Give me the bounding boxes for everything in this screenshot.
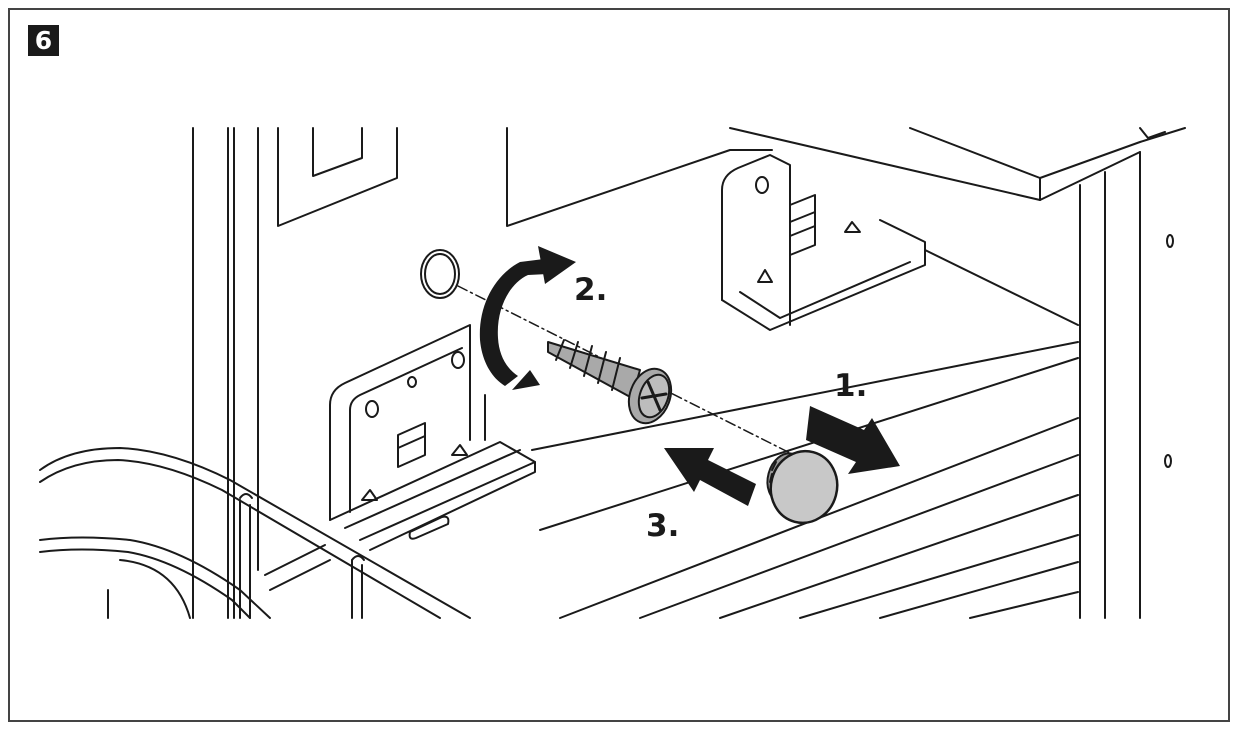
cabinet-structure xyxy=(192,127,1186,619)
step-2-label: 2. xyxy=(574,272,607,308)
step-1-label: 1. xyxy=(834,368,867,404)
figure-frame xyxy=(8,8,1230,722)
step-number-badge: 6 xyxy=(28,25,59,56)
wire-rack xyxy=(39,447,471,619)
front-bracket xyxy=(329,324,536,551)
rotate-arrow-icon xyxy=(479,246,576,390)
cover-cap-icon xyxy=(766,449,839,525)
pull-arrow-icon xyxy=(806,406,900,474)
push-arrow-icon xyxy=(664,448,756,506)
screw-icon xyxy=(547,339,673,425)
screw-axis-line xyxy=(457,285,801,459)
mounting-hole xyxy=(420,249,460,299)
rear-bracket xyxy=(721,154,926,331)
step-3-label: 3. xyxy=(646,508,679,544)
